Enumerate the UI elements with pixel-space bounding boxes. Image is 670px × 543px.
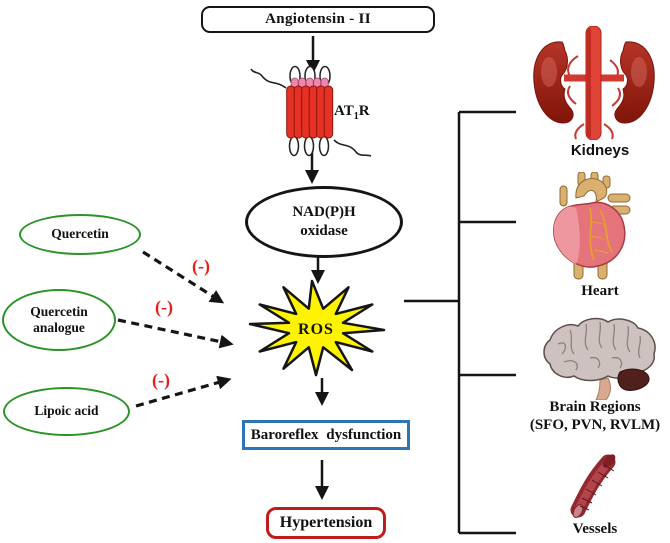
- hypertension-box: Hypertension: [266, 507, 386, 539]
- angiotensin-label: Angiotensin - II: [265, 11, 371, 27]
- minus-sign-analogue: (-): [155, 297, 173, 317]
- organ-bracket: [404, 110, 516, 535]
- ros-label: ROS: [298, 321, 334, 338]
- ros-starburst: ROS: [248, 279, 386, 377]
- heart-image: [553, 172, 631, 280]
- quercetin-ellipse: Quercetin: [19, 214, 141, 255]
- at1r-label: AT1R: [334, 103, 370, 122]
- lipoic-acid-ellipse: Lipoic acid: [3, 387, 130, 436]
- oxidase-line2: oxidase: [300, 223, 348, 239]
- nadph-oxidase-ellipse: NAD(P)H oxidase: [245, 186, 403, 258]
- lipoic-label: Lipoic acid: [34, 403, 99, 419]
- baroreflex-box: Baroreflex dysfunction: [242, 420, 410, 450]
- oxidase-line1: NAD(P)H: [292, 204, 356, 221]
- brain-regions-label: Brain Regions (SFO, PVN, RVLM): [505, 399, 670, 434]
- brain-image: [543, 317, 656, 400]
- kidneys-image: [533, 26, 655, 140]
- quercetin-label: Quercetin: [51, 226, 109, 242]
- minus-sign-quercetin: (-): [192, 256, 210, 276]
- minus-sign-lipoic: (-): [152, 370, 170, 390]
- analogue-line1: Quercetin: [30, 303, 88, 319]
- analogue-line2: analogue: [33, 320, 85, 335]
- vessel-image: [570, 454, 616, 518]
- kidneys-label: Kidneys: [570, 142, 630, 159]
- heart-label: Heart: [581, 283, 619, 299]
- vessels-label: Vessels: [572, 521, 618, 537]
- at1r-receptor-icon: [250, 65, 372, 157]
- brain-label-line1: Brain Regions: [549, 399, 641, 415]
- baroreflex-label: Baroreflex dysfunction: [250, 426, 402, 443]
- quercetin-analogue-ellipse: Quercetin analogue: [2, 289, 116, 351]
- hypertension-label: Hypertension: [279, 514, 373, 531]
- dashed-arrow-quercetin-analogue: [117, 318, 234, 349]
- brain-label-line2: (SFO, PVN, RVLM): [529, 416, 661, 433]
- angiotensin-box: Angiotensin - II: [201, 6, 435, 33]
